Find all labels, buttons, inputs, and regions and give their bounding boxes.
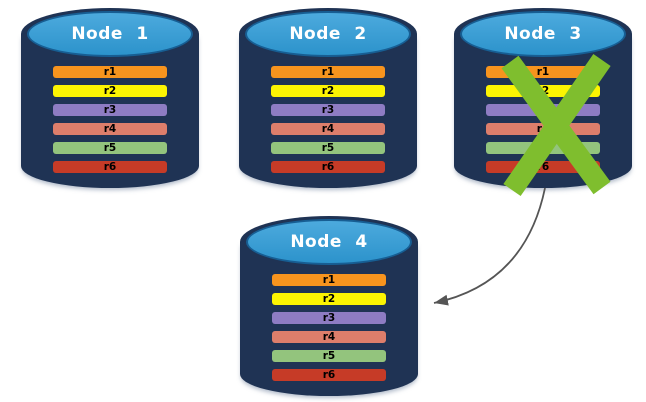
node-title: Node 4 (290, 232, 368, 252)
replica-label: r6 (536, 161, 550, 173)
replica-label: r4 (536, 123, 550, 135)
replica-bar-r6: r6 (53, 161, 167, 173)
replica-list: r1 r2 r3 r4 r5 r6 (486, 66, 600, 173)
replica-bar-r5: r5 (486, 142, 600, 154)
replica-bar-r4: r4 (53, 123, 167, 135)
replica-bar-r4: r4 (271, 123, 385, 135)
replica-label: r6 (321, 161, 335, 173)
replica-label: r3 (322, 312, 336, 324)
node-title: Node 3 (504, 24, 582, 44)
replica-label: r2 (536, 85, 550, 97)
replica-bar-r6: r6 (486, 161, 600, 173)
replica-bar-r2: r2 (272, 293, 386, 305)
replica-label: r1 (321, 66, 335, 78)
replica-bar-r5: r5 (53, 142, 167, 154)
replica-list: r1 r2 r3 r4 r5 r6 (272, 274, 386, 381)
replica-label: r4 (322, 331, 336, 343)
replica-bar-r1: r1 (272, 274, 386, 286)
replica-label: r3 (321, 104, 335, 116)
cylinder-face: Node 1 (27, 11, 193, 57)
replica-bar-r2: r2 (53, 85, 167, 97)
replica-label: r1 (103, 66, 117, 78)
replica-label: r5 (322, 350, 336, 362)
replica-label: r4 (103, 123, 117, 135)
replica-bar-r6: r6 (272, 369, 386, 381)
replica-bar-r1: r1 (271, 66, 385, 78)
replica-bar-r5: r5 (271, 142, 385, 154)
replica-bar-r2: r2 (271, 85, 385, 97)
replica-bar-r3: r3 (272, 312, 386, 324)
cylinder-face: Node 3 (460, 11, 626, 57)
replica-bar-r4: r4 (486, 123, 600, 135)
replica-bar-r4: r4 (272, 331, 386, 343)
node-title: Node 1 (71, 24, 149, 44)
replica-label: r6 (322, 369, 336, 381)
replica-label: r4 (321, 123, 335, 135)
replica-label: r2 (322, 293, 336, 305)
replica-label: r5 (321, 142, 335, 154)
failover-arrow (433, 187, 546, 306)
node-title: Node 2 (289, 24, 367, 44)
replica-label: r5 (103, 142, 117, 154)
replica-label: r2 (321, 85, 335, 97)
replica-label: r1 (322, 274, 336, 286)
replica-bar-r5: r5 (272, 350, 386, 362)
replica-label: r6 (103, 161, 117, 173)
replica-label: r2 (103, 85, 117, 97)
replica-bar-r1: r1 (486, 66, 600, 78)
replica-label: r3 (536, 104, 550, 116)
node-2: Node 2 r1 r2 r3 r4 r5 r6 (239, 8, 417, 188)
node-3: Node 3 r1 r2 r3 r4 r5 r6 (454, 8, 632, 196)
replica-label: r3 (103, 104, 117, 116)
replica-bar-r2: r2 (486, 85, 600, 97)
replica-bar-r6: r6 (271, 161, 385, 173)
replica-bar-r3: r3 (53, 104, 167, 116)
cylinder-face: Node 2 (245, 11, 411, 57)
replica-label: r5 (536, 142, 550, 154)
cylinder-face: Node 4 (246, 219, 412, 265)
replica-bar-r1: r1 (53, 66, 167, 78)
node-1: Node 1 r1 r2 r3 r4 r5 r6 (21, 8, 199, 188)
replica-label: r1 (536, 66, 550, 78)
replica-bar-r3: r3 (486, 104, 600, 116)
node-4: Node 4 r1 r2 r3 r4 r5 r6 (240, 216, 418, 396)
replica-bar-r3: r3 (271, 104, 385, 116)
replica-list: r1 r2 r3 r4 r5 r6 (271, 66, 385, 173)
replica-list: r1 r2 r3 r4 r5 r6 (53, 66, 167, 173)
